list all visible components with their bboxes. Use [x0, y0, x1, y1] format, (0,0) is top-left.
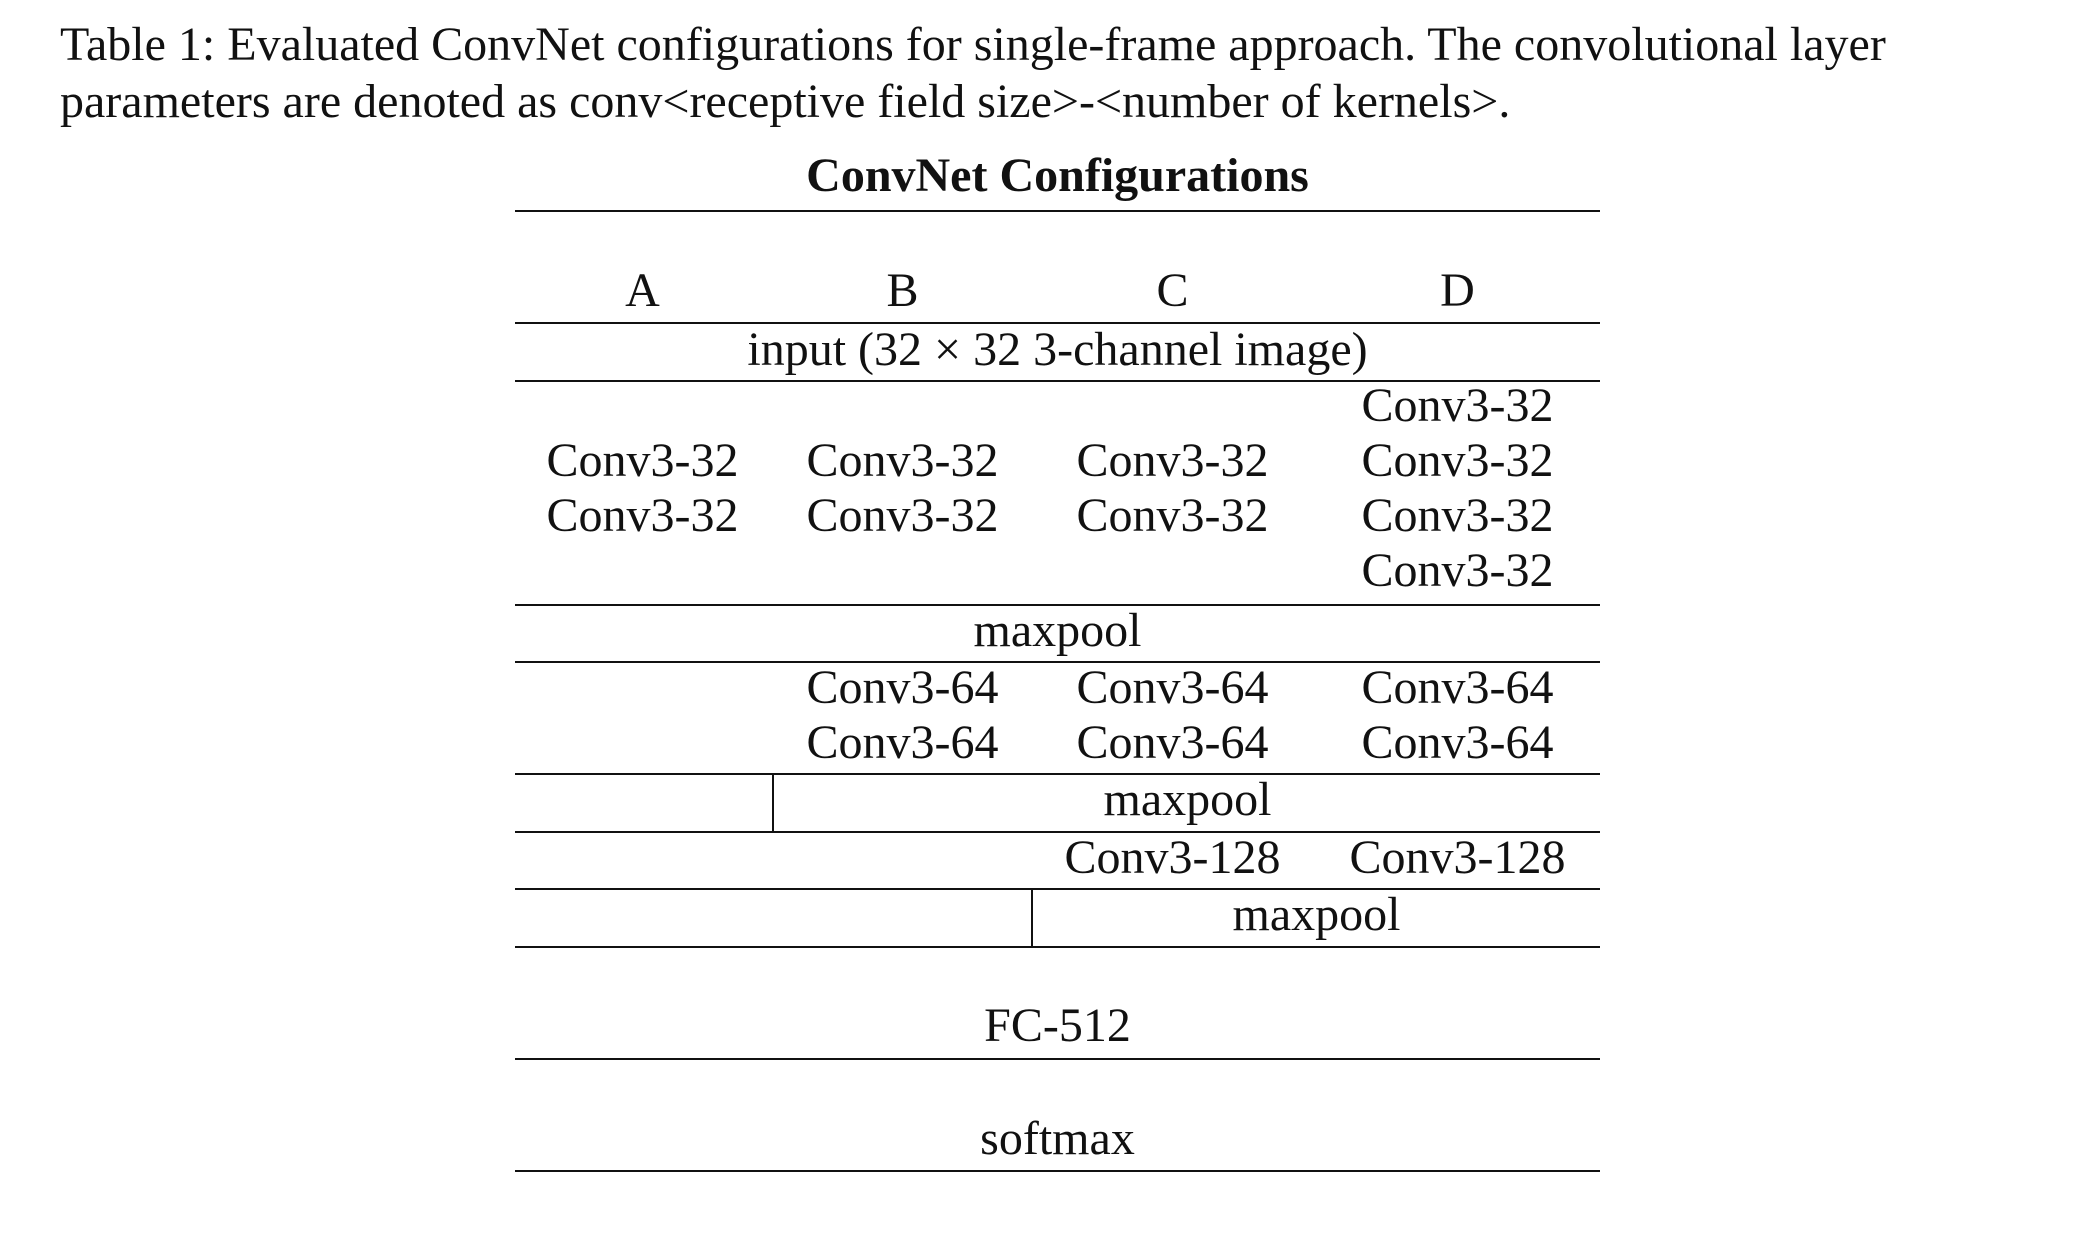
- block2-col-d: Conv3-64 Conv3-64: [1315, 660, 1600, 770]
- block1-col-d: Conv3-32 Conv3-32 Conv3-32 Conv3-32: [1315, 378, 1600, 598]
- maxpool-row-1: maxpool: [973, 604, 1142, 657]
- column-header-a: A: [625, 264, 660, 317]
- column-header-b: B: [886, 264, 919, 317]
- block3-col-c: Conv3-128: [1064, 831, 1281, 884]
- layer-cell: Conv3-64: [806, 661, 999, 714]
- rule-maxpool3-bottom: [515, 946, 1600, 948]
- layer-cell: Conv3-32: [1076, 489, 1269, 542]
- block2-col-b: Conv3-64 Conv3-64: [775, 660, 1030, 770]
- fc-row: FC-512: [984, 999, 1131, 1052]
- column-header-d: D: [1440, 264, 1475, 317]
- caption-line-1: Table 1: Evaluated ConvNet configuration…: [60, 18, 1886, 71]
- maxpool-row-3: maxpool: [1232, 888, 1401, 941]
- rule-top: [515, 210, 1600, 212]
- table-title: ConvNet Configurations: [806, 149, 1309, 202]
- layer-cell: Conv3-64: [806, 716, 999, 769]
- layer-cell: Conv3-32: [1361, 544, 1554, 597]
- maxpool-row-2: maxpool: [1103, 773, 1272, 826]
- layer-cell: Conv3-32: [546, 434, 739, 487]
- layer-cell: Conv3-64: [1076, 716, 1269, 769]
- block1-col-c: Conv3-32 Conv3-32: [1030, 433, 1315, 543]
- caption-line-2: parameters are denoted as conv<receptive…: [60, 75, 1511, 128]
- layer-cell: Conv3-64: [1361, 716, 1554, 769]
- input-row: input (32 × 32 3-channel image): [747, 323, 1368, 376]
- table-caption: Table 1: Evaluated ConvNet configuration…: [60, 16, 2056, 130]
- layer-cell: Conv3-32: [806, 489, 999, 542]
- block3-col-d: Conv3-128: [1349, 831, 1566, 884]
- rule-maxpool2-bottom: [515, 831, 1600, 833]
- rule-input-bottom: [515, 380, 1600, 382]
- column-header-c: C: [1156, 264, 1189, 317]
- rule-softmax-bottom: [515, 1170, 1600, 1172]
- block1-col-a: Conv3-32 Conv3-32: [515, 433, 770, 543]
- rule-block3-bottom: [515, 888, 1600, 890]
- rule-block2-bottom: [515, 773, 1600, 775]
- block2-col-c: Conv3-64 Conv3-64: [1030, 660, 1315, 770]
- rule-fc-bottom: [515, 1058, 1600, 1060]
- layer-cell: Conv3-32: [806, 434, 999, 487]
- vrule-maxpool3: [1031, 888, 1033, 946]
- rule-block1-bottom: [515, 604, 1600, 606]
- layer-cell: Conv3-64: [1361, 661, 1554, 714]
- layer-cell: Conv3-32: [546, 489, 739, 542]
- block1-col-b: Conv3-32 Conv3-32: [775, 433, 1030, 543]
- layer-cell: Conv3-32: [1361, 379, 1554, 432]
- layer-cell: Conv3-32: [1361, 489, 1554, 542]
- vrule-maxpool2: [772, 773, 774, 831]
- softmax-row: softmax: [980, 1112, 1135, 1165]
- rule-header-bottom: [515, 322, 1600, 324]
- layer-cell: Conv3-32: [1361, 434, 1554, 487]
- layer-cell: Conv3-64: [1076, 661, 1269, 714]
- rule-maxpool1-bottom: [515, 661, 1600, 663]
- layer-cell: Conv3-32: [1076, 434, 1269, 487]
